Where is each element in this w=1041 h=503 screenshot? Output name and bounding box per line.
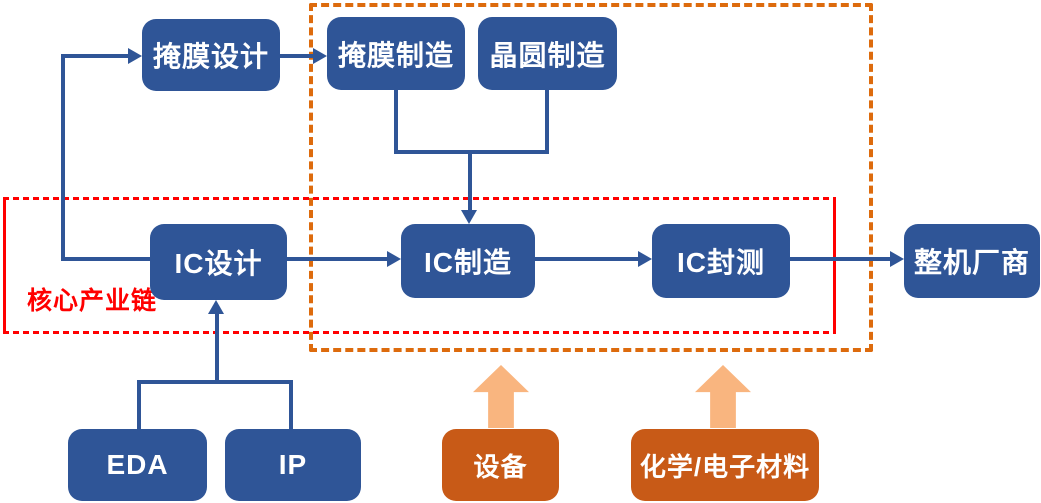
node-ip: IP: [225, 429, 361, 501]
node-mask-design: 掩膜设计: [142, 19, 280, 91]
arrowhead-into-ic-mfg-icon: [461, 210, 477, 224]
arrowhead-icdesign-icmfg-icon: [387, 251, 401, 267]
arrowhead-ictest-oem-icon: [890, 251, 904, 267]
block-arrow-equipment-icon: [473, 365, 529, 428]
connector-icdesign-maskdesign-bottom: [61, 257, 150, 261]
node-oem: 整机厂商: [904, 224, 1040, 298]
block-arrow-materials-icon: [695, 365, 751, 428]
connector-ip-stub: [289, 382, 293, 429]
node-ip-label: IP: [278, 449, 308, 480]
node-oem-label: 整机厂商: [913, 247, 1030, 278]
node-ic-mfg: IC制造: [401, 224, 535, 298]
connector-wafermfg-stub: [545, 90, 549, 152]
node-ic-test: IC封测: [652, 224, 790, 298]
arrowhead-icmfg-ictest-icon: [638, 251, 652, 267]
node-wafer-mfg-label: 晶圆制造: [489, 39, 606, 71]
core-chain-frame-left: [3, 197, 6, 334]
node-eda-label: EDA: [106, 449, 169, 480]
node-ic-design: IC设计: [150, 224, 287, 300]
connector-icdesign-maskdesign-vertical: [61, 54, 65, 261]
node-eda: EDA: [68, 429, 207, 501]
arrowhead-into-mask-design-icon: [128, 48, 142, 64]
connector-icdesign-maskdesign-top: [61, 54, 128, 58]
ecosystem-dashed-frame: [309, 3, 873, 352]
arrowhead-into-mask-mfg-icon: [313, 48, 327, 64]
node-ic-mfg-label: IC制造: [423, 247, 512, 278]
node-equipment: 设备: [442, 429, 559, 501]
connector-maskmfg-stub: [394, 90, 398, 152]
connector-maskdesign-maskmfg: [280, 54, 313, 58]
node-mask-mfg-label: 掩膜制造: [337, 39, 454, 71]
connector-ictest-oem: [790, 257, 890, 261]
core-chain-frame-top: [3, 197, 836, 200]
node-mask-design-label: 掩膜设计: [152, 41, 269, 72]
node-equipment-label: 设备: [473, 451, 528, 482]
node-wafer-mfg: 晶圆制造: [478, 17, 617, 90]
connector-icmfg-ictest: [535, 257, 638, 261]
arrowhead-into-ic-design-icon: [208, 300, 224, 314]
connector-edaip-vertical: [215, 312, 219, 384]
node-materials-label: 化学/电子材料: [639, 451, 811, 482]
core-chain-label: 核心产业链: [27, 287, 158, 315]
node-ic-test-label: IC封测: [676, 247, 765, 278]
node-mask-mfg: 掩膜制造: [327, 17, 465, 90]
node-ic-design-label: IC设计: [174, 248, 263, 279]
core-chain-frame-right: [833, 197, 836, 334]
connector-eda-stub: [137, 382, 141, 429]
node-materials: 化学/电子材料: [631, 429, 819, 501]
connector-icdesign-icmfg: [287, 257, 390, 261]
connector-merge-vertical: [468, 150, 472, 212]
core-chain-frame-bottom: [3, 331, 836, 334]
